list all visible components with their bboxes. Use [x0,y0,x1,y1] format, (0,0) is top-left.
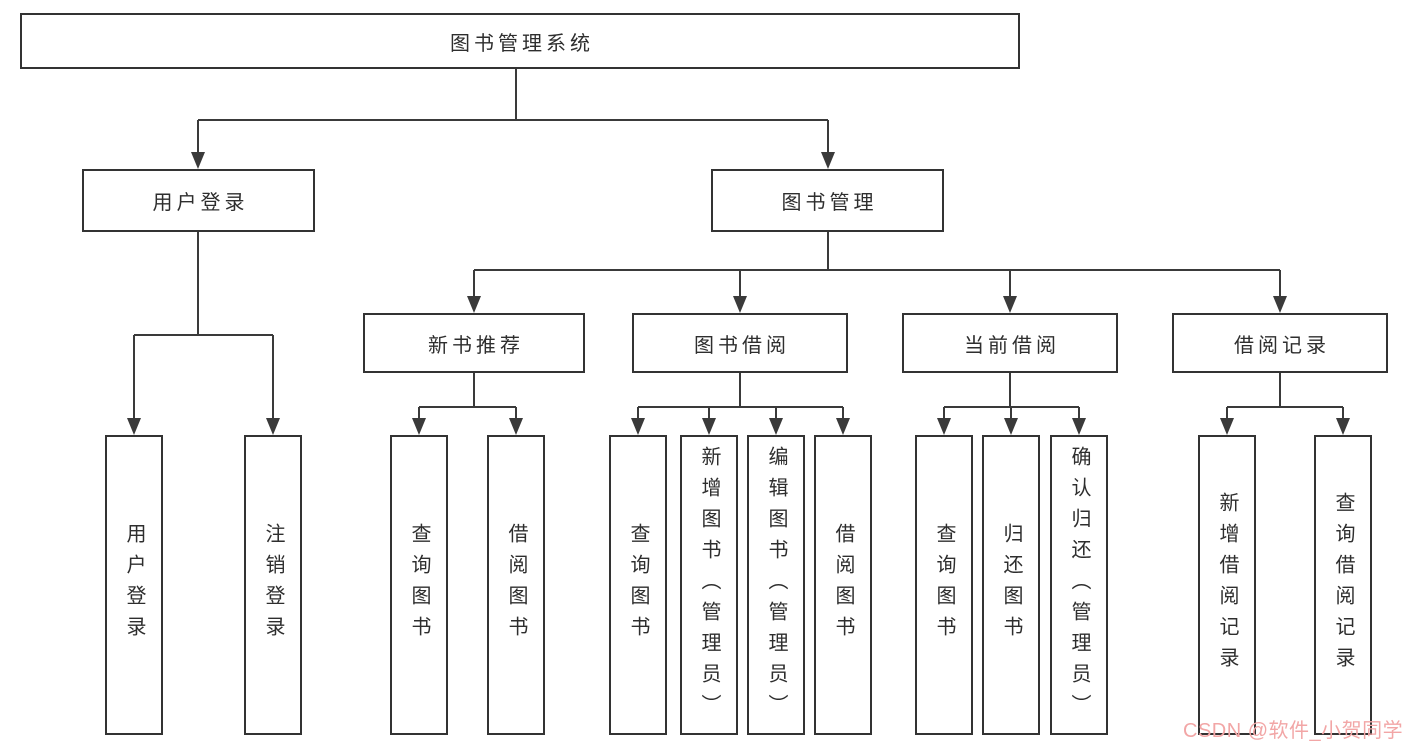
leaf-cb-query-books: 查询图书 [915,435,973,735]
node-new-book-recommend: 新书推荐 [363,313,585,373]
leaf-bb-borrow-books: 借阅图书 [814,435,872,735]
leaf-bb-edit-books-admin: 编辑图书（管理员） [747,435,805,735]
node-book-borrow: 图书借阅 [632,313,848,373]
leaf-br-add-record: 新增借阅记录 [1198,435,1256,735]
node-root: 图书管理系统 [20,13,1020,69]
node-user-login: 用户登录 [82,169,315,232]
leaf-cb-return-books: 归还图书 [982,435,1040,735]
leaf-rec-query-books: 查询图书 [390,435,448,735]
node-book-management: 图书管理 [711,169,944,232]
leaf-br-query-record: 查询借阅记录 [1314,435,1372,735]
leaf-bb-query-books: 查询图书 [609,435,667,735]
tree-edges [133,69,1344,424]
leaf-cb-confirm-return-admin: 确认归还（管理员） [1050,435,1108,735]
node-current-borrow: 当前借阅 [902,313,1118,373]
leaf-logout: 注销登录 [244,435,302,735]
leaf-user-login: 用户登录 [105,435,163,735]
csdn-watermark: CSDN @软件_小贺同学 [1183,720,1404,742]
leaf-bb-add-books-admin: 新增图书（管理员） [680,435,738,735]
node-borrow-records: 借阅记录 [1172,313,1388,373]
leaf-rec-borrow-books: 借阅图书 [487,435,545,735]
